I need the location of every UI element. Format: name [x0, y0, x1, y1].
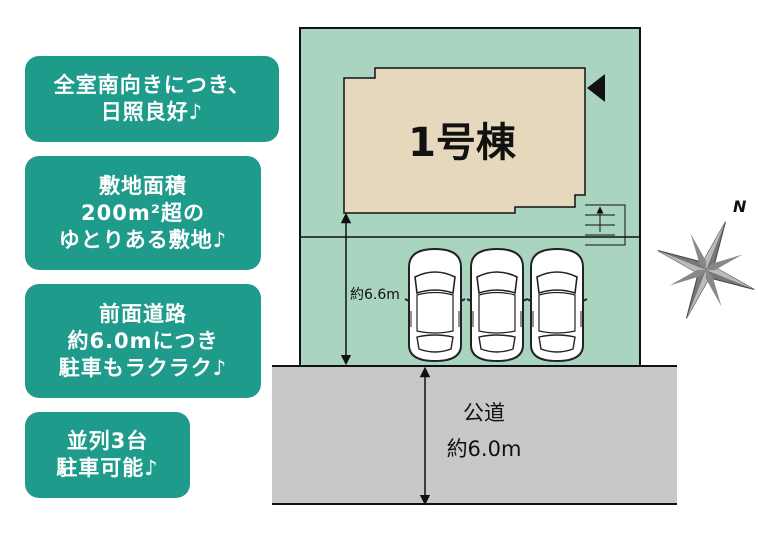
road-width-label: 約6.0m [447, 437, 522, 461]
car-2-icon [466, 248, 528, 362]
badge-line: 駐車可能♪ [56, 456, 159, 480]
feature-badge-sunlight: 全室南向きにつき、 日照良好♪ [25, 56, 279, 142]
steps-icon [585, 204, 626, 246]
public-road [272, 366, 677, 504]
badge-line: 並列3台 [66, 429, 149, 453]
badge-line: 全室南向きにつき、 [53, 73, 251, 97]
badge-line: 日照良好♪ [100, 100, 204, 124]
building-footprint [343, 67, 586, 214]
compass-icon [657, 221, 755, 319]
badge-line: 敷地面積 [99, 173, 187, 198]
car-1-icon [404, 248, 466, 362]
badge-line: 駐車もラクラク♪ [58, 355, 228, 380]
badge-line: 前面道路 [99, 301, 187, 326]
depth-label: 約6.6m [350, 287, 400, 303]
compass-north-label: N [733, 197, 747, 216]
feature-badge-front-road: 前面道路 約6.0mにつき 駐車もラクラク♪ [25, 284, 261, 398]
road-label: 公道 [463, 401, 505, 425]
building-label: 1号棟 [408, 120, 517, 166]
car-3-icon [526, 248, 588, 362]
badge-line: 約6.0mにつき [67, 328, 219, 353]
feature-badge-parking: 並列3台 駐車可能♪ [25, 412, 190, 498]
badge-line: ゆとりある敷地♪ [58, 227, 228, 252]
entrance-marker-icon [587, 74, 605, 102]
feature-badge-site-area: 敷地面積 200m²超の ゆとりある敷地♪ [25, 156, 261, 270]
badge-line: 200m²超の [81, 200, 205, 225]
